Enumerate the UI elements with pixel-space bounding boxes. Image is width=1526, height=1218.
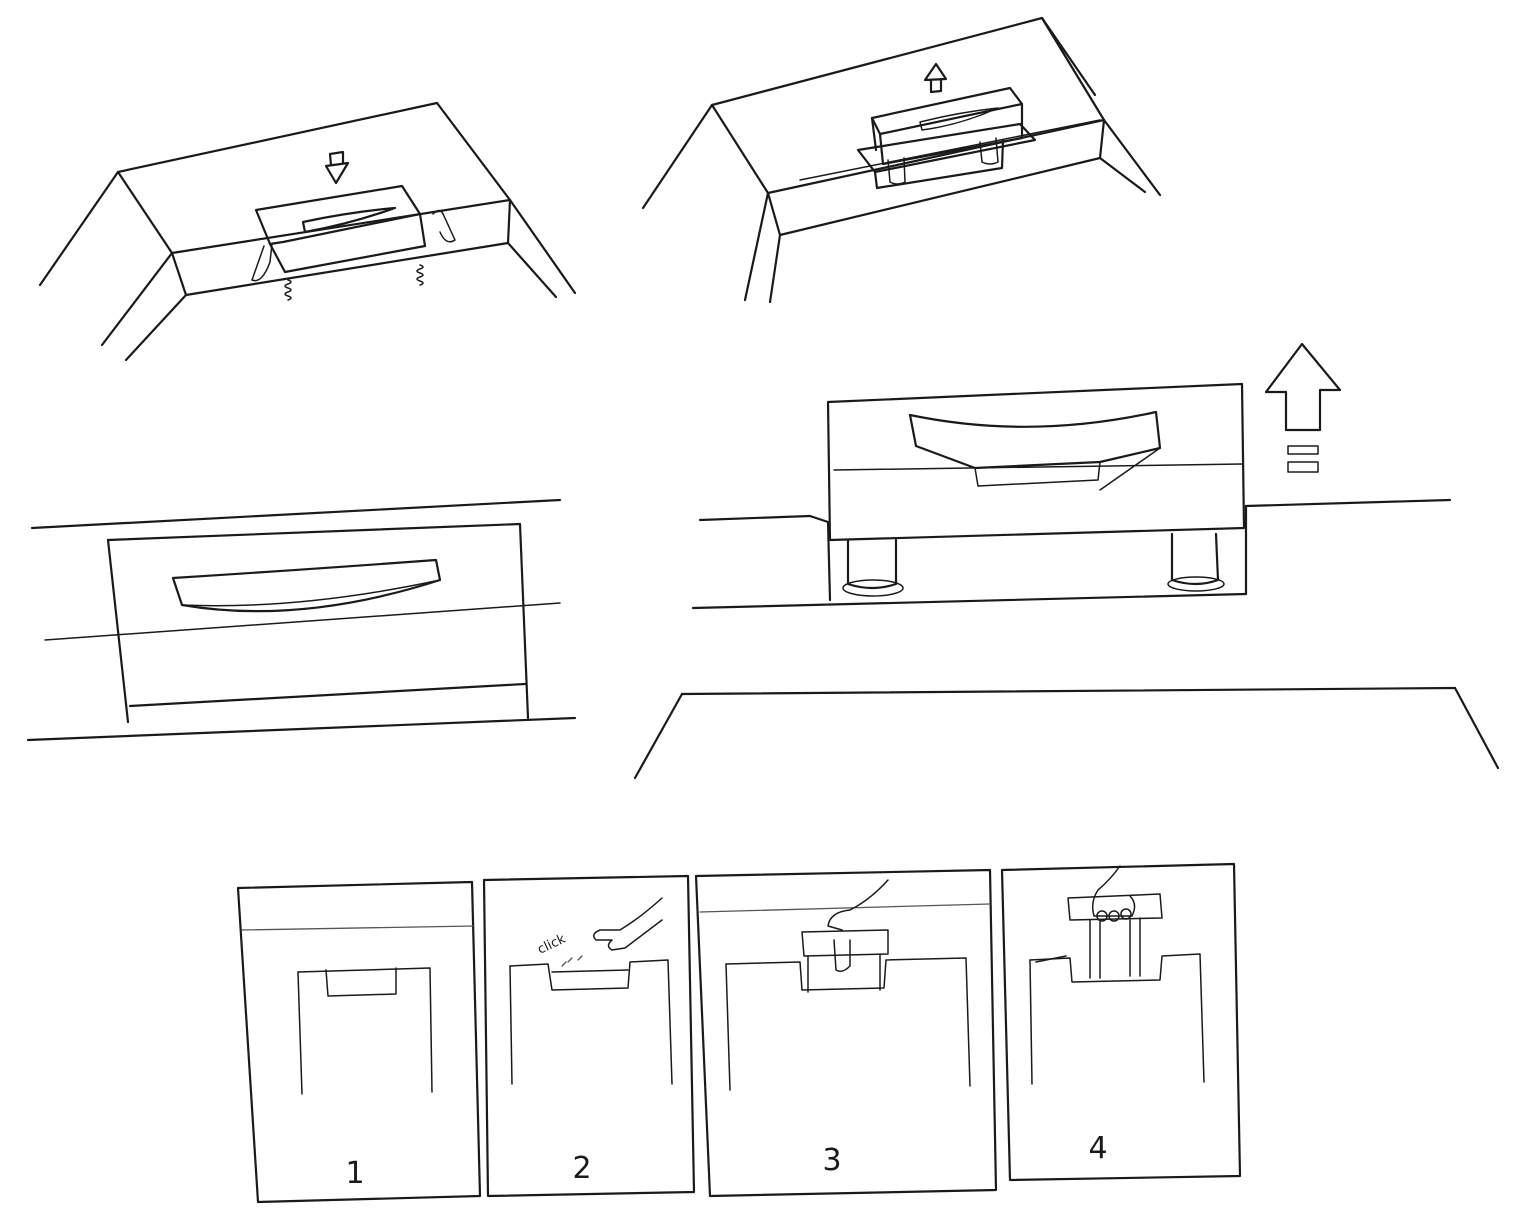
sketch-handle-pressed-perspective xyxy=(38,101,577,362)
arrow-up-icon xyxy=(923,62,948,94)
latch-left-icon xyxy=(251,243,273,282)
storyboard: 1 click 2 3 xyxy=(236,862,1242,1204)
spring-left-icon xyxy=(284,279,292,301)
storyboard-panel-4: 4 xyxy=(1000,862,1242,1182)
storyboard-panel-1: 1 xyxy=(236,880,482,1204)
finger-pointing-icon xyxy=(593,897,663,951)
storyboard-panel-number: 2 xyxy=(572,1151,591,1186)
sketch-handle-flush-front xyxy=(26,498,577,742)
storyboard-panel-3: 3 xyxy=(694,868,998,1198)
latch-right-icon xyxy=(432,209,456,243)
hand-gripping-icon xyxy=(827,879,889,973)
storyboard-panel-number: 4 xyxy=(1088,1131,1107,1166)
storyboard-panel-number: 1 xyxy=(345,1156,364,1191)
arrow-down-icon xyxy=(324,150,350,185)
hand-lifting-icon xyxy=(1091,865,1136,917)
storyboard-panel-number: 3 xyxy=(822,1143,841,1178)
arrow-up-large-icon xyxy=(1264,342,1342,432)
click-annotation: click xyxy=(535,932,568,958)
equals-icon xyxy=(1287,445,1319,473)
sketch-handle-raised-perspective xyxy=(641,16,1162,304)
storyboard-panel-2: click 2 xyxy=(482,874,696,1198)
sketch-handle-lifted-side xyxy=(633,342,1500,780)
spring-right-icon xyxy=(416,264,424,286)
